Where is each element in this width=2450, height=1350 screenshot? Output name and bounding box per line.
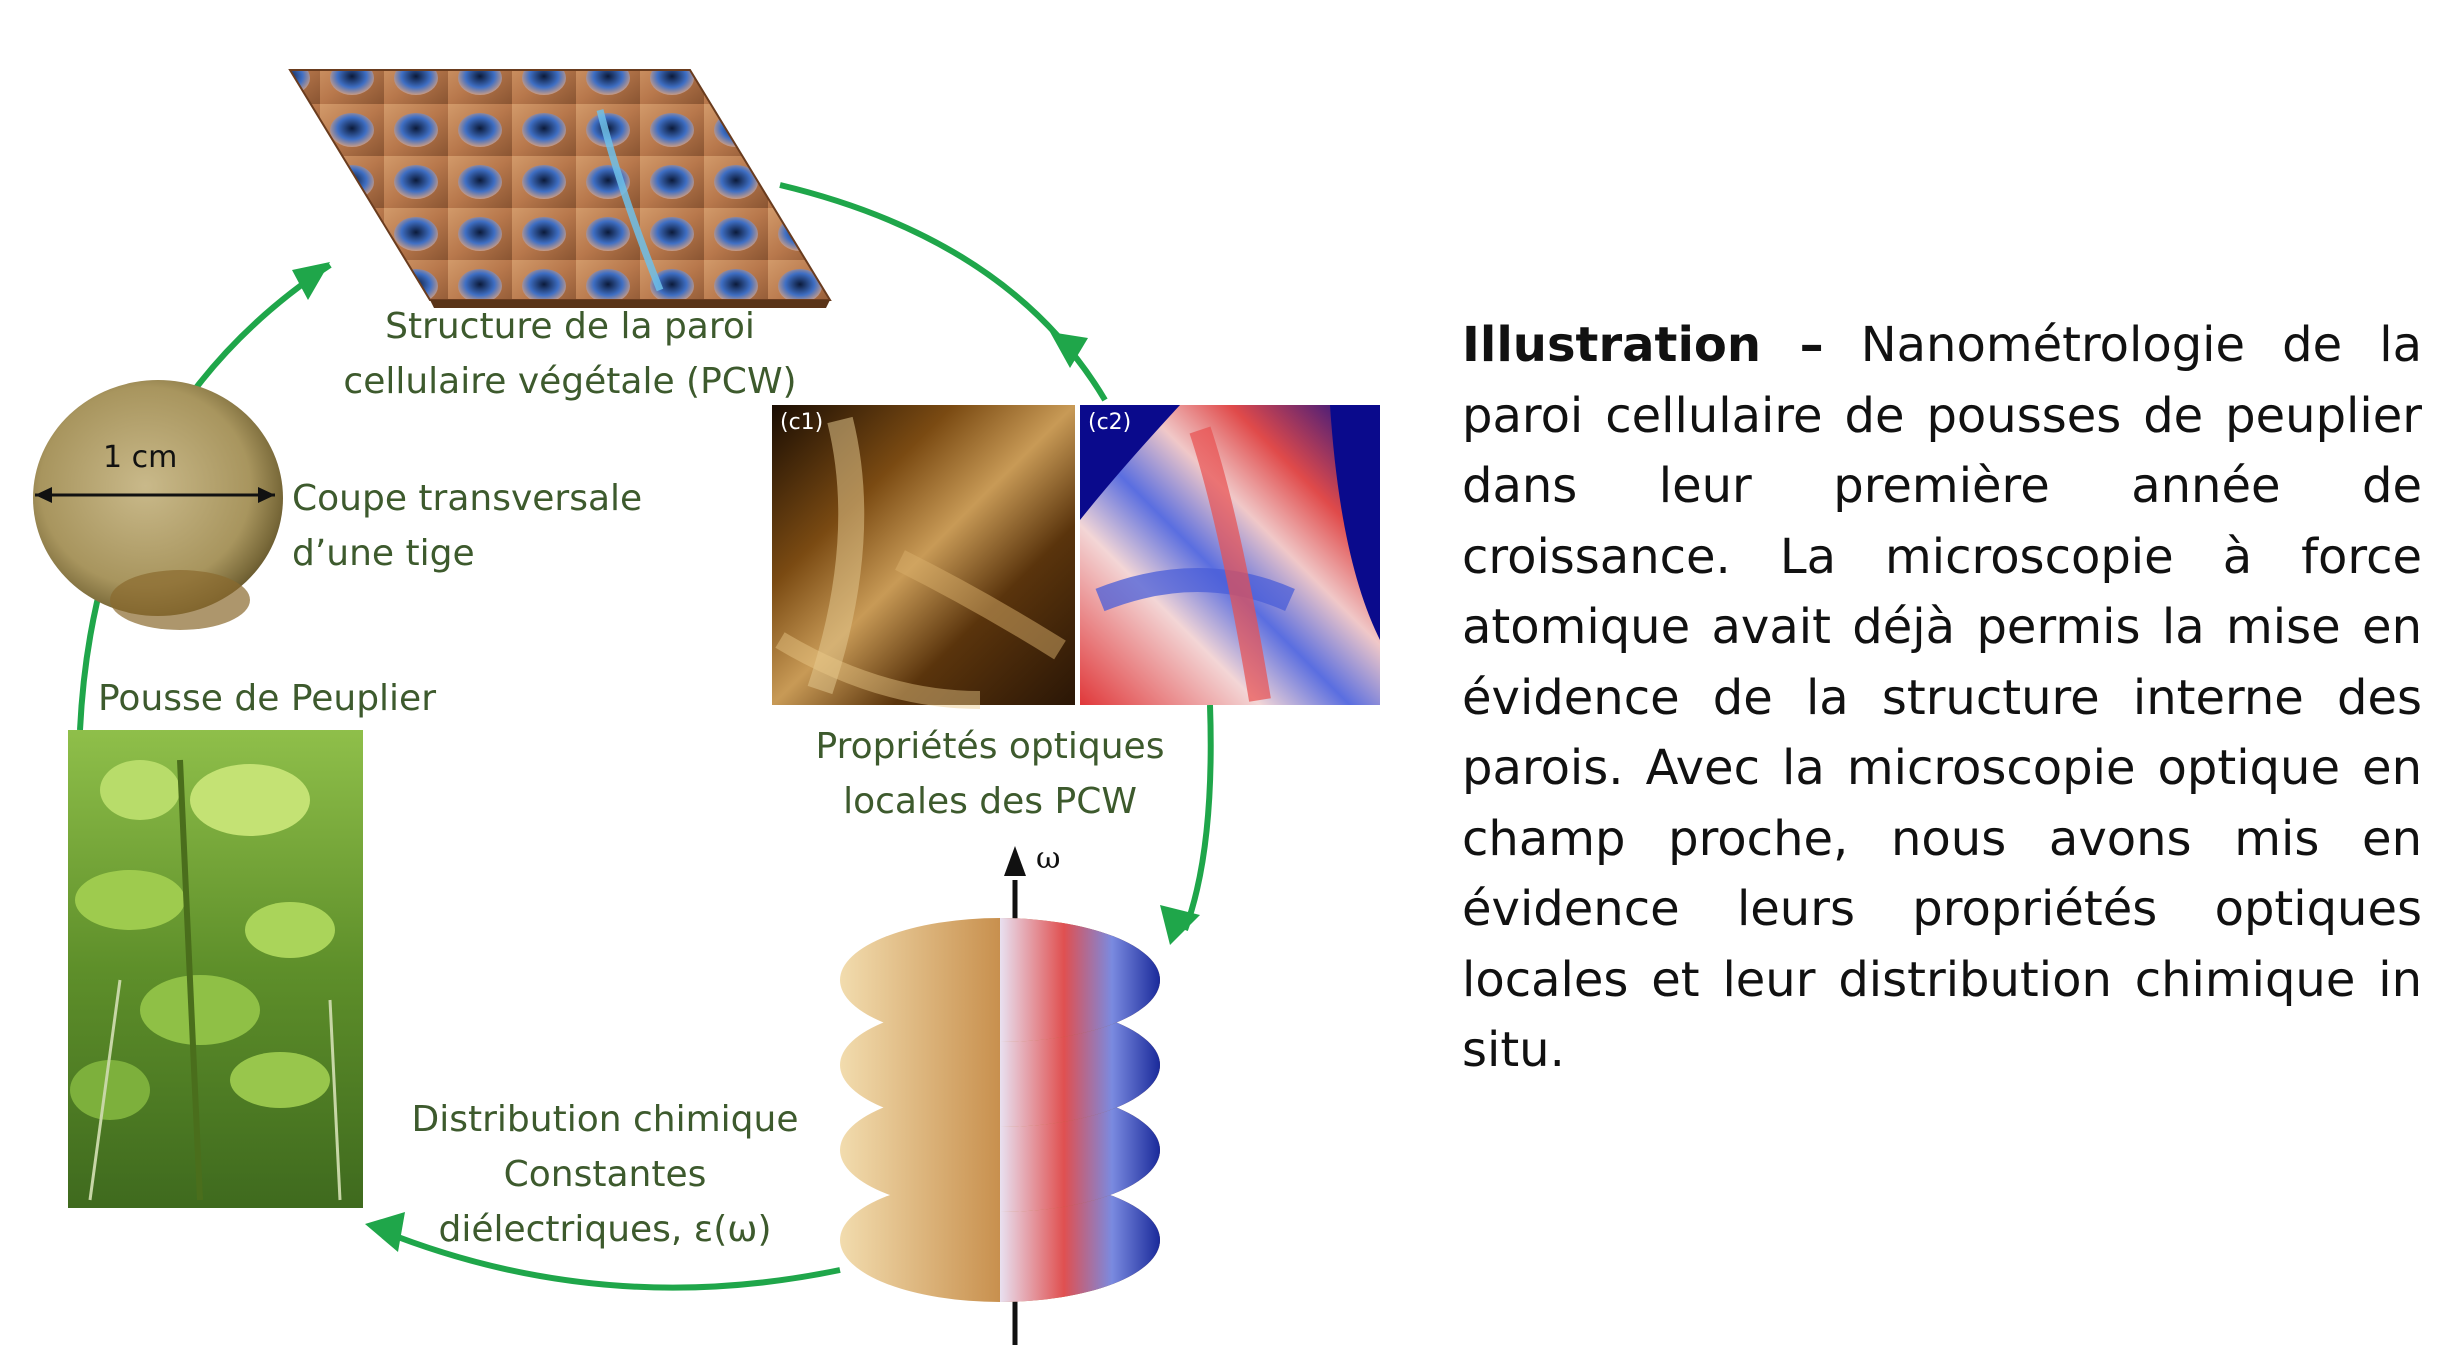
caption-title: Illustration – [1462, 317, 1824, 373]
label-optique-line1: Propriétés optiques [815, 726, 1165, 767]
label-structure-line2: cellulaire végétale (PCW) [343, 361, 797, 402]
arrowhead-upper-right [1050, 332, 1088, 368]
poplar-shoot-photo [68, 730, 363, 1208]
label-optique-line2: locales des PCW [843, 781, 1137, 822]
cycle-arrow-snom-to-discs [1182, 704, 1214, 932]
arrowhead-bottom-left [365, 1212, 405, 1252]
snom-panel-c2 [1080, 405, 1380, 705]
snom-panel-c1 [772, 405, 1075, 709]
arrowhead-up-left [292, 262, 330, 300]
label-chimique-line2: Constantes [503, 1154, 707, 1195]
label-coupe-line2: d’une tige [292, 533, 475, 574]
label-panel-c1: (c1) [780, 410, 824, 435]
illustration-caption: Illustration – Nanométrologie de la paro… [1462, 310, 2422, 1086]
label-structure-line1: Structure de la paroi [385, 306, 755, 347]
stacked-dielectric-discs [840, 846, 1160, 1345]
label-panel-c2: (c2) [1088, 410, 1132, 435]
stem-cross-section-photo [33, 380, 283, 630]
label-chimique-line1: Distribution chimique [411, 1099, 799, 1140]
label-pousse: Pousse de Peuplier [98, 678, 437, 719]
label-coupe-line1: Coupe transversale [292, 478, 643, 519]
cycle-arrow-afm-to-snom [779, 182, 1108, 402]
caption-body: Nanométrologie de la paroi cellulaire de… [1462, 317, 2422, 1078]
label-omega: ω [1036, 841, 1061, 876]
arrowhead-right [1160, 905, 1200, 945]
label-chimique-line3: diélectriques, ε(ω) [438, 1209, 772, 1250]
cycle-arrow-discs-to-plant [373, 1225, 841, 1291]
label-scale: 1 cm [103, 440, 178, 475]
afm-surface-image [288, 69, 832, 308]
